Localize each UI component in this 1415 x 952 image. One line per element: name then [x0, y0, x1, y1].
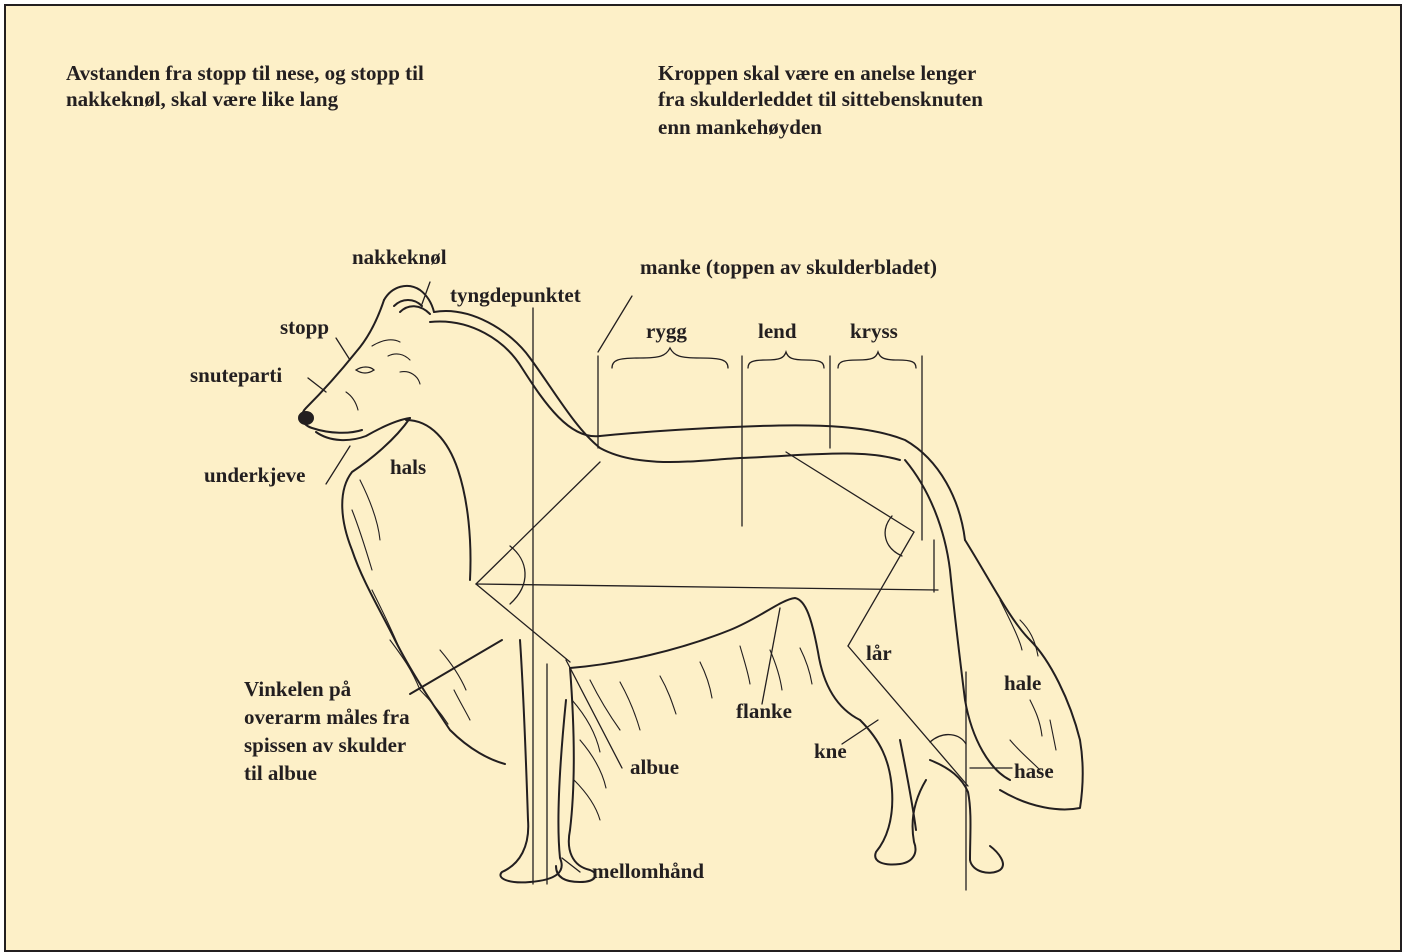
stopp-leader — [336, 338, 350, 360]
tail-outline — [905, 460, 1083, 809]
label-lar: lår — [866, 641, 892, 665]
underkjeve-leader — [326, 446, 350, 484]
hock-angle-arc — [930, 735, 966, 744]
mane-inner-line — [430, 322, 600, 437]
nose-shape — [298, 411, 314, 425]
body-length-line — [476, 584, 938, 590]
lend-brace — [748, 352, 824, 368]
withers-pointer — [598, 296, 632, 352]
rygg-brace — [612, 348, 728, 368]
label-snuteparti: snuteparti — [190, 363, 282, 387]
angle-note-line1: Vinkelen på — [244, 677, 352, 701]
back-topline — [600, 425, 965, 540]
belly-outline — [570, 598, 860, 720]
dog-drawing — [298, 286, 1083, 882]
head-ratio-note-line2: nakkeknøl, skal være like lang — [66, 87, 339, 111]
angle-note-line3: spissen av skulder — [244, 733, 406, 757]
notes: Avstanden fra stopp til nese, og stopp t… — [66, 61, 983, 785]
label-lend: lend — [758, 319, 797, 343]
body-ratio-note-line3: enn mankehøyden — [658, 115, 822, 139]
label-stopp: stopp — [280, 315, 329, 339]
hind-leg-outline — [860, 720, 926, 865]
kne-leader — [842, 720, 878, 744]
label-albue: albue — [630, 755, 679, 779]
label-hals: hals — [390, 455, 426, 479]
eye-shape — [356, 367, 374, 373]
label-manke: manke (toppen av skulderbladet) — [640, 255, 937, 279]
front-leg-fur — [572, 700, 606, 820]
anatomy-labels: nakkeknøl tyngdepunktet manke (toppen av… — [190, 245, 1054, 883]
label-rygg: rygg — [646, 319, 687, 343]
angle-note-line2: overarm måles fra — [244, 705, 410, 729]
label-kryss: kryss — [850, 319, 898, 343]
label-flanke: flanke — [736, 699, 792, 723]
angle-note-line4: til albue — [244, 761, 317, 785]
label-hase: hase — [1014, 759, 1054, 783]
flanke-leader — [762, 608, 780, 704]
hind-leg-inner — [900, 740, 916, 830]
body-ratio-note-line2: fra skulderleddet til sittebensknuten — [658, 87, 983, 111]
neck-inner-line — [406, 420, 471, 580]
snuteparti-leader — [308, 378, 326, 392]
construction-lines — [308, 282, 1012, 890]
label-underkjeve: underkjeve — [204, 463, 306, 487]
label-mellomhand: mellomhånd — [592, 859, 704, 883]
diagram-frame: Avstanden fra stopp til nese, og stopp t… — [4, 4, 1402, 952]
angle-note-leader — [410, 640, 502, 694]
hip-angle-arc — [885, 516, 902, 556]
pelvis-line — [786, 452, 914, 532]
dog-anatomy-diagram: Avstanden fra stopp til nese, og stopp t… — [6, 6, 1404, 942]
front-leg-far — [556, 668, 595, 882]
tibia-line — [848, 646, 968, 786]
shoulder-angle-arc — [510, 546, 525, 604]
label-hale: hale — [1004, 671, 1041, 695]
kryss-brace — [838, 352, 916, 368]
ruff-fur — [352, 480, 470, 724]
shoulder-blade-line — [476, 462, 600, 584]
label-tyngdepunktet: tyngdepunktet — [450, 283, 581, 307]
upper-arm-line — [476, 584, 570, 662]
label-nakkeknol: nakkeknøl — [352, 245, 447, 269]
label-kne: kne — [814, 739, 847, 763]
head-ratio-note-line1: Avstanden fra stopp til nese, og stopp t… — [66, 61, 424, 85]
body-ratio-note-line1: Kroppen skal være en anelse lenger — [658, 61, 976, 85]
